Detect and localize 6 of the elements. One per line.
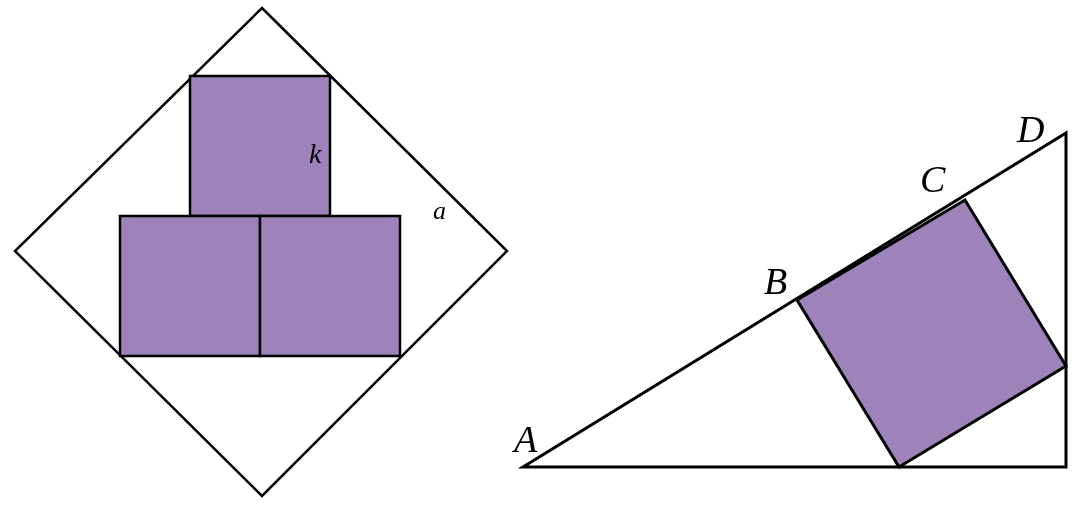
vertex-label: A	[514, 420, 538, 458]
side-label: a	[433, 198, 446, 224]
vertex-label: D	[1017, 110, 1045, 148]
vertex-label: C	[920, 160, 946, 198]
side-label: k	[309, 140, 322, 168]
vertex-label: B	[764, 262, 788, 300]
